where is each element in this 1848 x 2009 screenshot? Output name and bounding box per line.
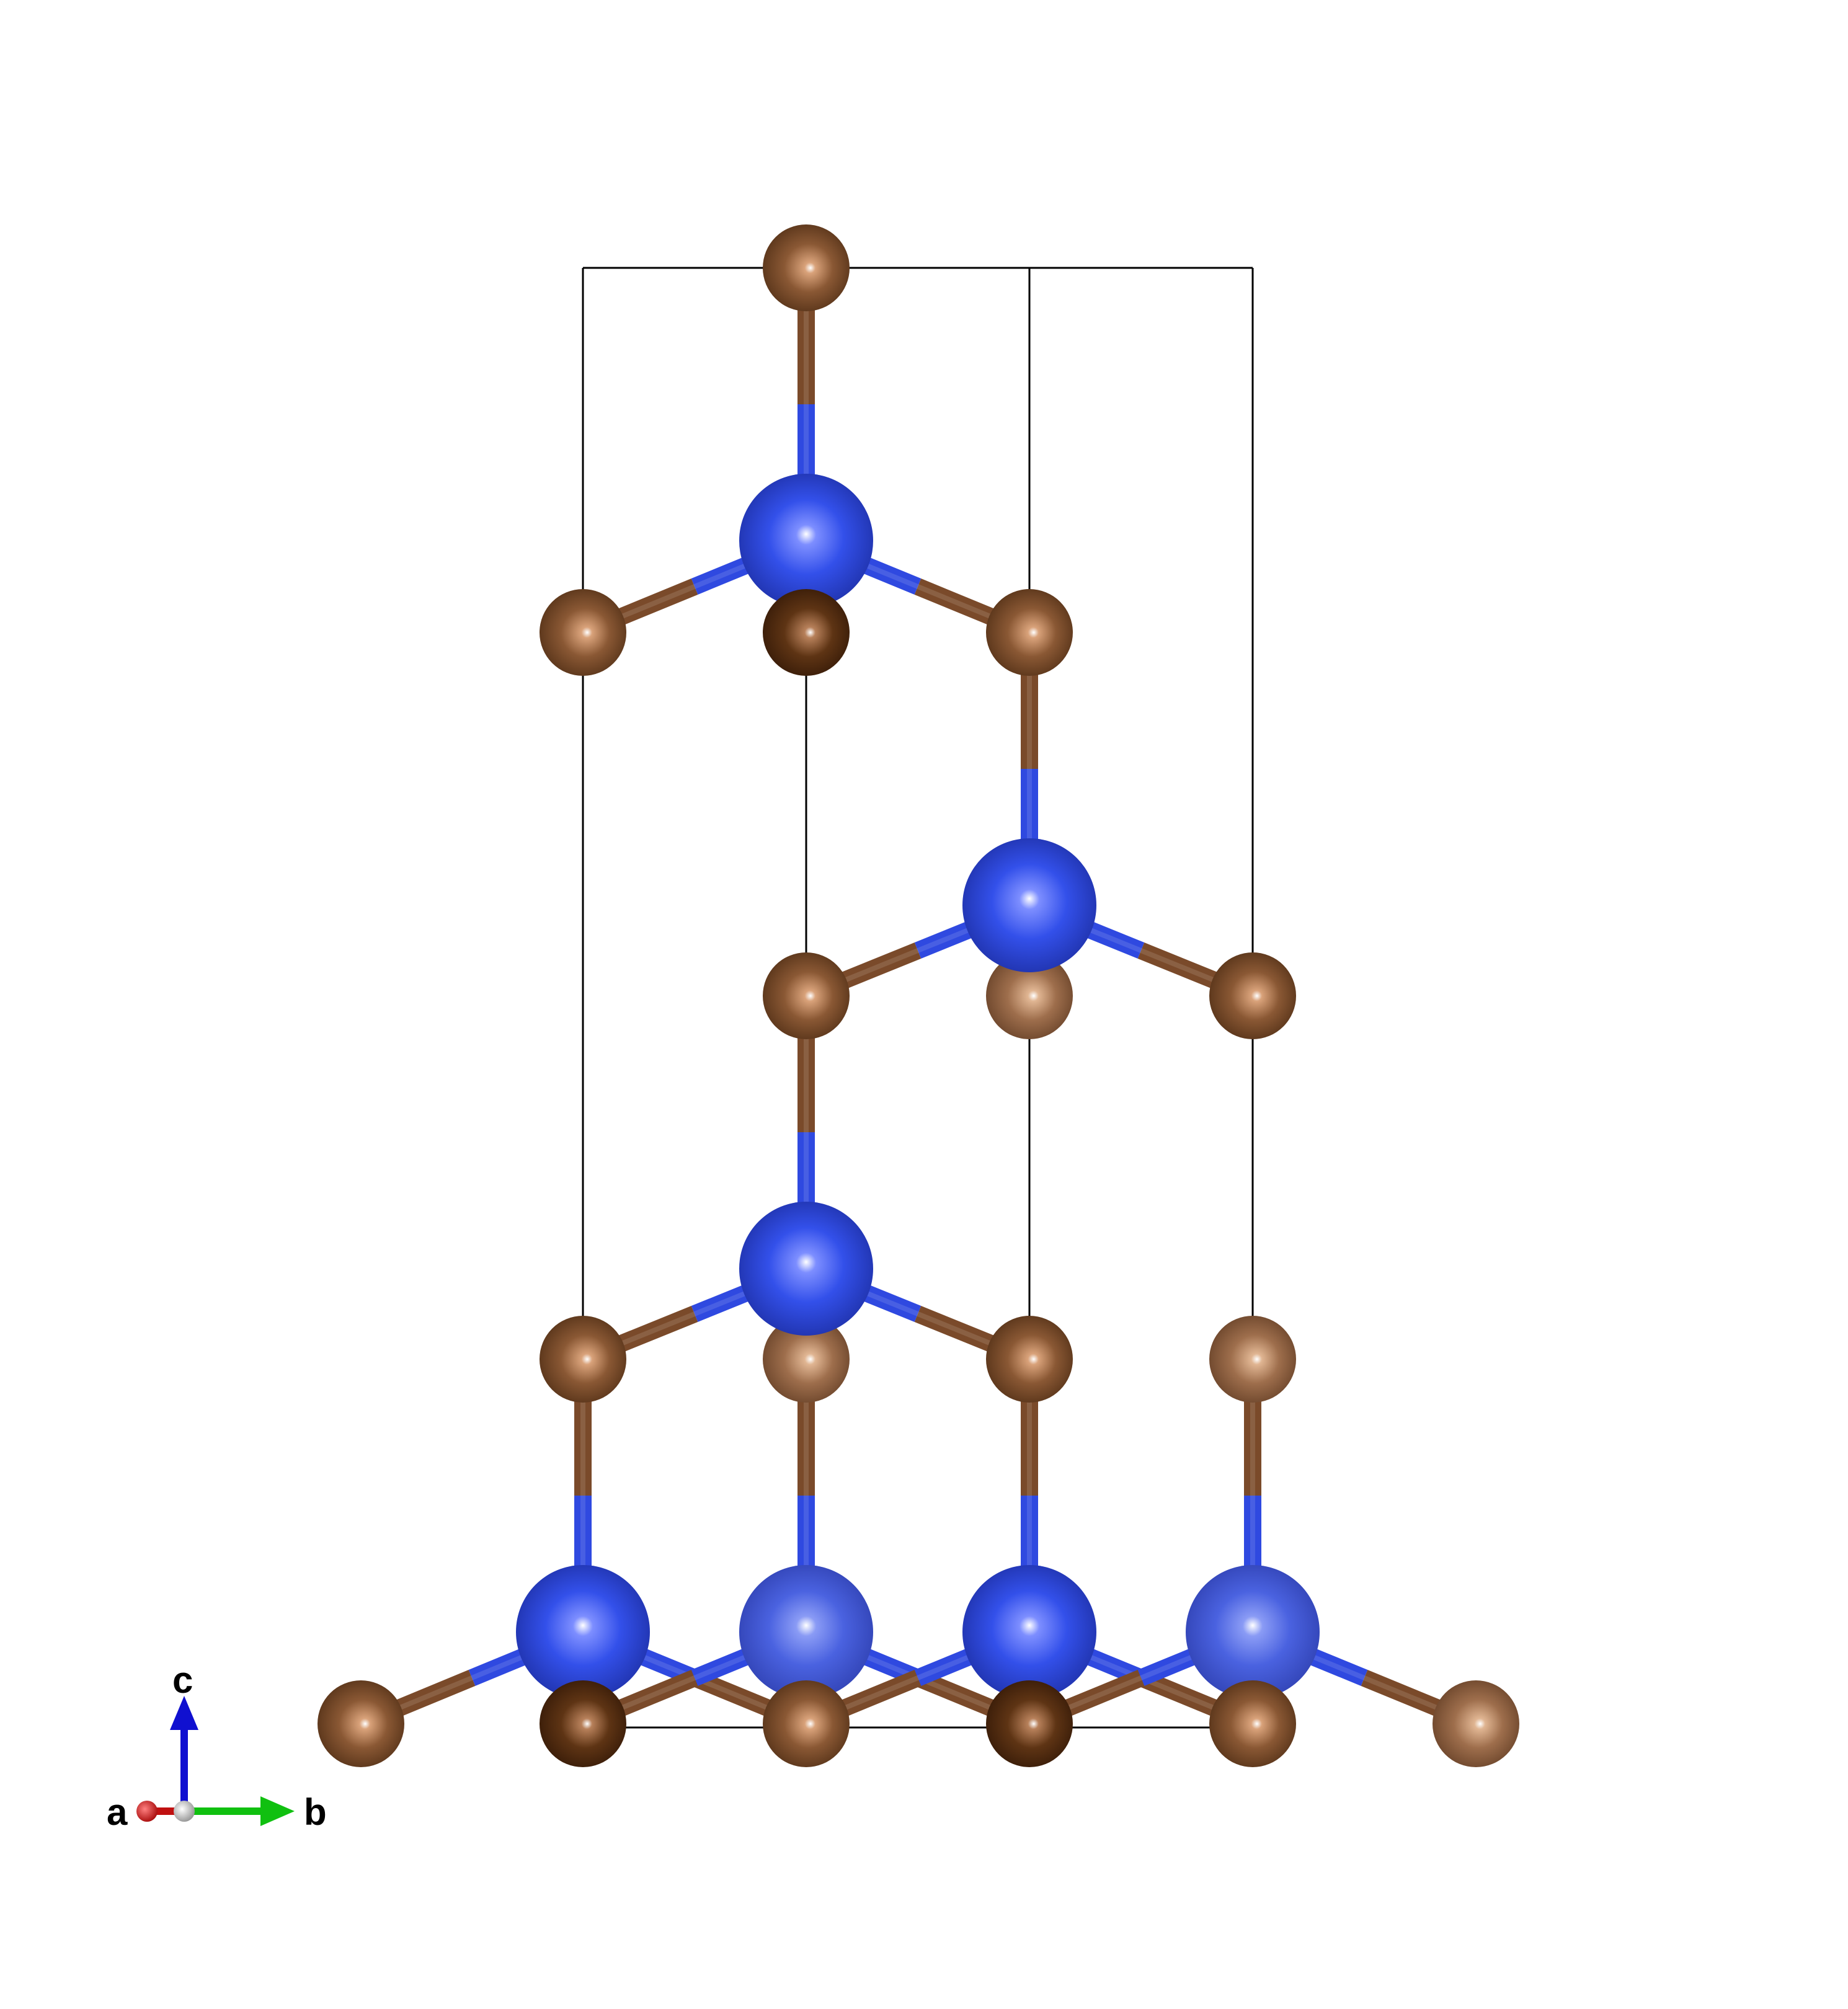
- brown-atom: [986, 1680, 1073, 1767]
- brown-atom: [540, 1316, 626, 1403]
- brown-atom: [1209, 952, 1296, 1039]
- brown-atom: [763, 952, 850, 1039]
- blue-atom: [516, 1565, 650, 1699]
- atoms: [318, 224, 1519, 1767]
- axis-a-arrowhead: [136, 1801, 158, 1822]
- brown-atom: [540, 589, 626, 676]
- brown-atom: [540, 1680, 626, 1767]
- brown-atom: [318, 1680, 404, 1767]
- brown-atom: [986, 1316, 1073, 1403]
- brown-atom: [763, 1680, 850, 1767]
- blue-atom: [739, 1565, 873, 1699]
- blue-atom: [739, 1202, 873, 1336]
- bonds: [357, 268, 1480, 1732]
- brown-atom: [1433, 1680, 1519, 1767]
- axis-label-c: c: [172, 1659, 193, 1701]
- axis-c-arrowhead: [170, 1696, 198, 1730]
- axis-label-b: b: [304, 1791, 327, 1833]
- brown-atom: [1209, 1316, 1296, 1403]
- blue-atom: [1186, 1565, 1320, 1699]
- brown-atom: [986, 952, 1073, 1039]
- brown-atom: [1209, 1680, 1296, 1767]
- axis-label-a: a: [107, 1791, 128, 1833]
- blue-atom: [962, 1565, 1096, 1699]
- unit-cell: [582, 267, 1254, 1729]
- blue-atom: [739, 474, 873, 608]
- axis-b-arrowhead: [260, 1796, 295, 1826]
- brown-atom: [763, 589, 850, 676]
- brown-atom: [986, 589, 1073, 676]
- blue-atom: [962, 838, 1096, 972]
- axis-origin: [174, 1801, 195, 1822]
- brown-atom: [763, 224, 850, 311]
- axis-indicator: a b c: [107, 1659, 327, 1833]
- brown-atom: [763, 1316, 850, 1403]
